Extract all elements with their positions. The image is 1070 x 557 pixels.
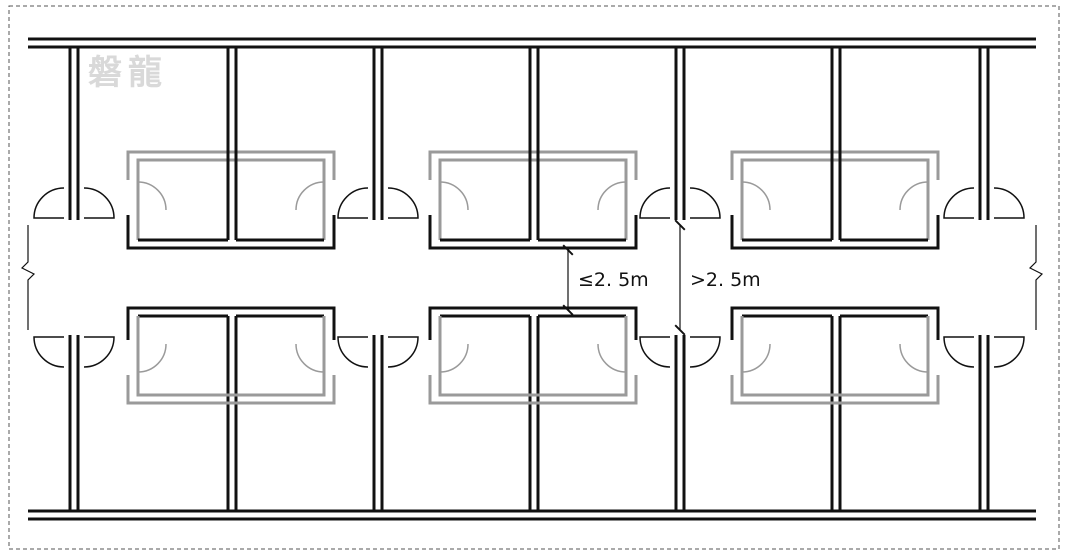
bathroom-door-swings — [137, 181, 929, 373]
upper-bathroom-blocks — [126, 150, 940, 240]
window-openings — [130, 41, 929, 517]
narrow-dimension-label: ≤2. 5m — [578, 269, 649, 291]
wide-dimension-label: >2. 5m — [690, 269, 761, 291]
bottom-exterior-wall — [28, 509, 1036, 521]
upper-room-walls — [68, 47, 990, 250]
lower-bathroom-blocks — [126, 316, 940, 405]
top-exterior-wall — [28, 37, 1036, 49]
watermark-logo: 磐龍 — [88, 53, 168, 93]
upper-bathroom-partitions — [138, 150, 928, 242]
drawing-frame — [8, 5, 1060, 550]
door-swings — [33, 187, 1025, 368]
lower-room-walls — [68, 306, 990, 511]
corridor-break-lines — [20, 225, 1044, 330]
